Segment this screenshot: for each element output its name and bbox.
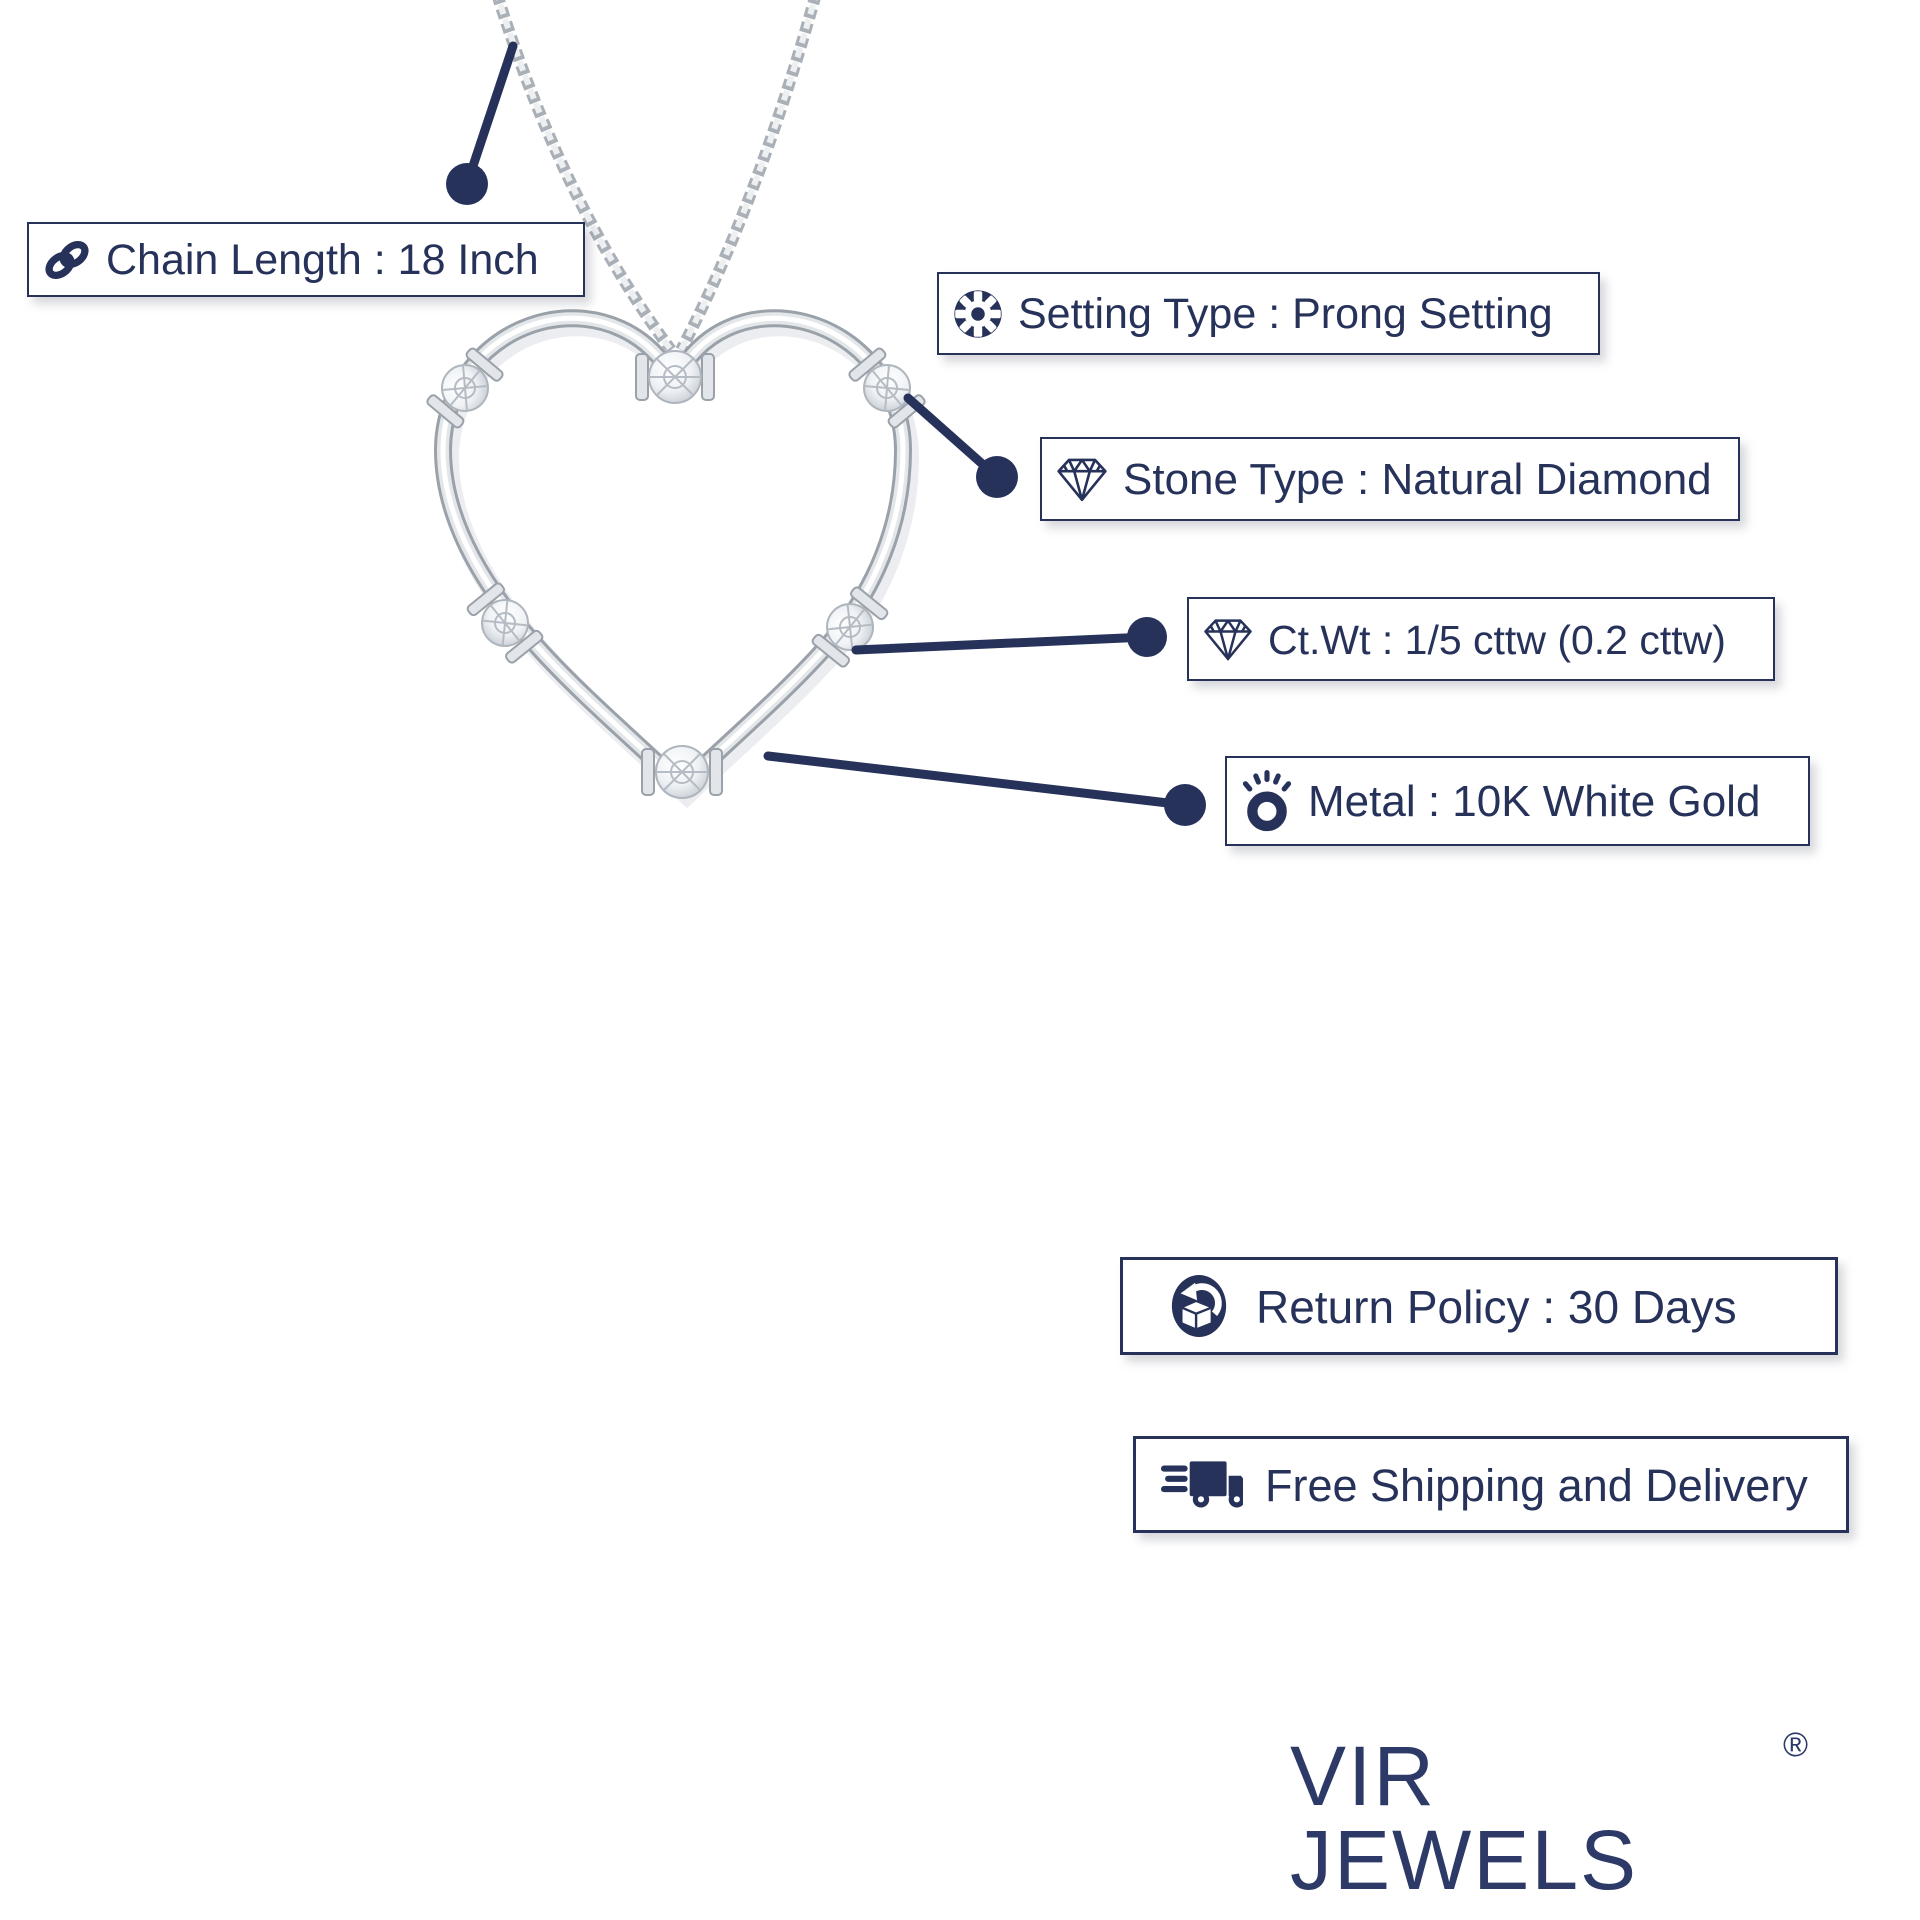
callout-dot-metal	[1164, 784, 1206, 826]
necklace-chain	[492, 0, 821, 354]
callout-stone-type: Stone Type : Natural Diamond	[1040, 437, 1740, 521]
diamond-station	[466, 582, 544, 664]
diamond-station	[641, 745, 723, 799]
callout-setting-type: Setting Type : Prong Setting	[937, 272, 1600, 355]
brand-logo: VIR JEWELS ®	[1290, 1728, 1810, 1907]
callout-label: Stone Type : Natural Diamond	[1123, 455, 1712, 504]
callout-label: Metal : 10K White Gold	[1308, 777, 1761, 826]
callout-return-policy: Return Policy : 30 Days	[1120, 1257, 1838, 1355]
ring-icon	[1242, 770, 1292, 832]
registered-trademark: ®	[1782, 1726, 1810, 1764]
brand-name: VIR JEWELS	[1290, 1729, 1639, 1907]
callout-label: Chain Length : 18 Inch	[106, 236, 539, 284]
callout-label: Setting Type : Prong Setting	[1018, 290, 1553, 338]
callout-label: Return Policy : 30 Days	[1256, 1281, 1737, 1333]
diamond-icon	[1204, 619, 1252, 661]
return-box-icon	[1171, 1275, 1227, 1337]
callout-dot-chain-length	[446, 163, 488, 205]
gear-icon	[954, 289, 1002, 338]
callout-connectors	[446, 41, 1206, 826]
callout-chain-length: Chain Length : 18 Inch	[27, 222, 585, 297]
diamond-icon	[1057, 458, 1107, 502]
callout-label: Ct.Wt : 1/5 cttw (0.2 cttw)	[1268, 616, 1726, 663]
diamond-station	[426, 347, 504, 429]
callout-ct-wt: Ct.Wt : 1/5 cttw (0.2 cttw)	[1187, 597, 1775, 681]
callout-dot-ct-wt	[1127, 617, 1167, 657]
delivery-truck-icon	[1161, 1460, 1243, 1508]
diamond-station	[848, 347, 926, 429]
callout-free-shipping: Free Shipping and Delivery	[1133, 1436, 1849, 1533]
diamond-station	[635, 350, 715, 404]
chain-link-icon	[45, 240, 89, 279]
diamond-station	[811, 586, 889, 668]
callout-connector-chain-length	[462, 41, 518, 189]
callout-connector-metal	[763, 751, 1190, 810]
callout-connector-ct-wt	[851, 632, 1152, 655]
callout-label: Free Shipping and Delivery	[1265, 1460, 1808, 1511]
callout-dot-stone-type	[976, 456, 1018, 498]
callout-metal: Metal : 10K White Gold	[1225, 756, 1810, 846]
